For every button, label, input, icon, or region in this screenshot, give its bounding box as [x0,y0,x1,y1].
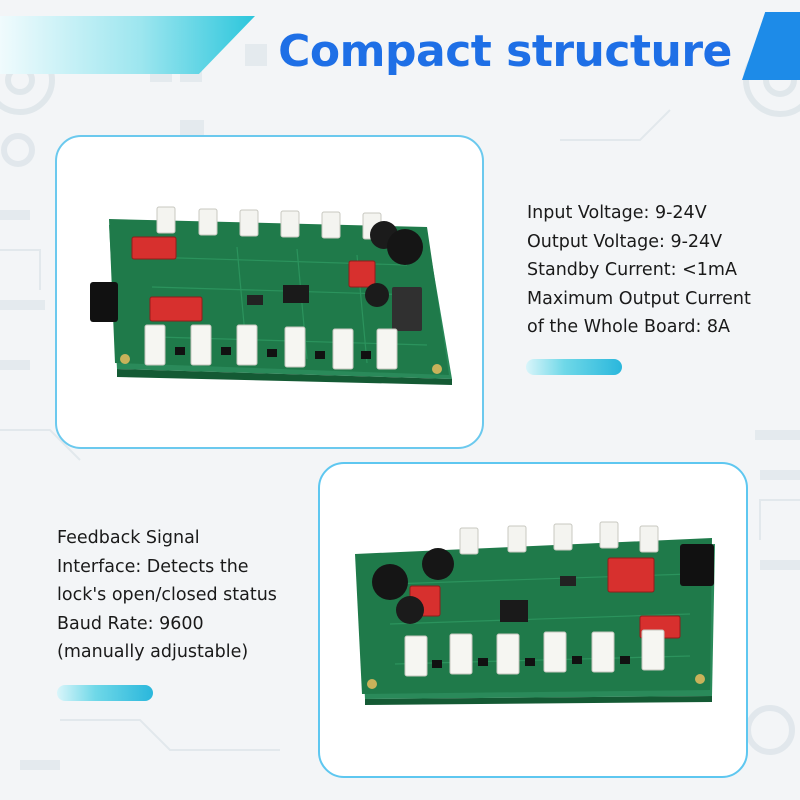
product-photo-card-bottom [318,462,748,778]
spec-baud-note: (manually adjustable) [57,642,249,662]
specs-top: Input Voltage: 9-24V Output Voltage: 9-2… [527,199,797,342]
spec-input-voltage: Input Voltage: 9-24V [527,203,707,223]
spec-feedback-1: Feedback Signal [57,528,200,548]
spec-baud-rate: Baud Rate: 9600 [57,613,204,634]
decorative-pill-bottom [57,685,153,701]
spec-output-voltage: Output Voltage: 9-24V [527,231,723,252]
product-photo-card-top [55,135,484,449]
dc-jack [90,282,118,322]
decorative-pill-top [526,359,622,375]
spec-feedback-2: Interface: Detects the [57,556,249,577]
spec-feedback-3: lock's open/closed status [57,585,277,605]
spec-standby-current: Standby Current: <1mA [527,260,737,280]
pcb-board-image-bottom [355,521,715,705]
spec-max-output-current-1: Maximum Output Current [527,288,751,309]
pcb-board-image-top [90,206,452,385]
specs-bottom: Feedback Signal Interface: Detects the l… [57,524,317,667]
page-title: Compact structure [278,26,732,77]
spec-max-output-current-2: of the Whole Board: 8A [527,317,731,337]
